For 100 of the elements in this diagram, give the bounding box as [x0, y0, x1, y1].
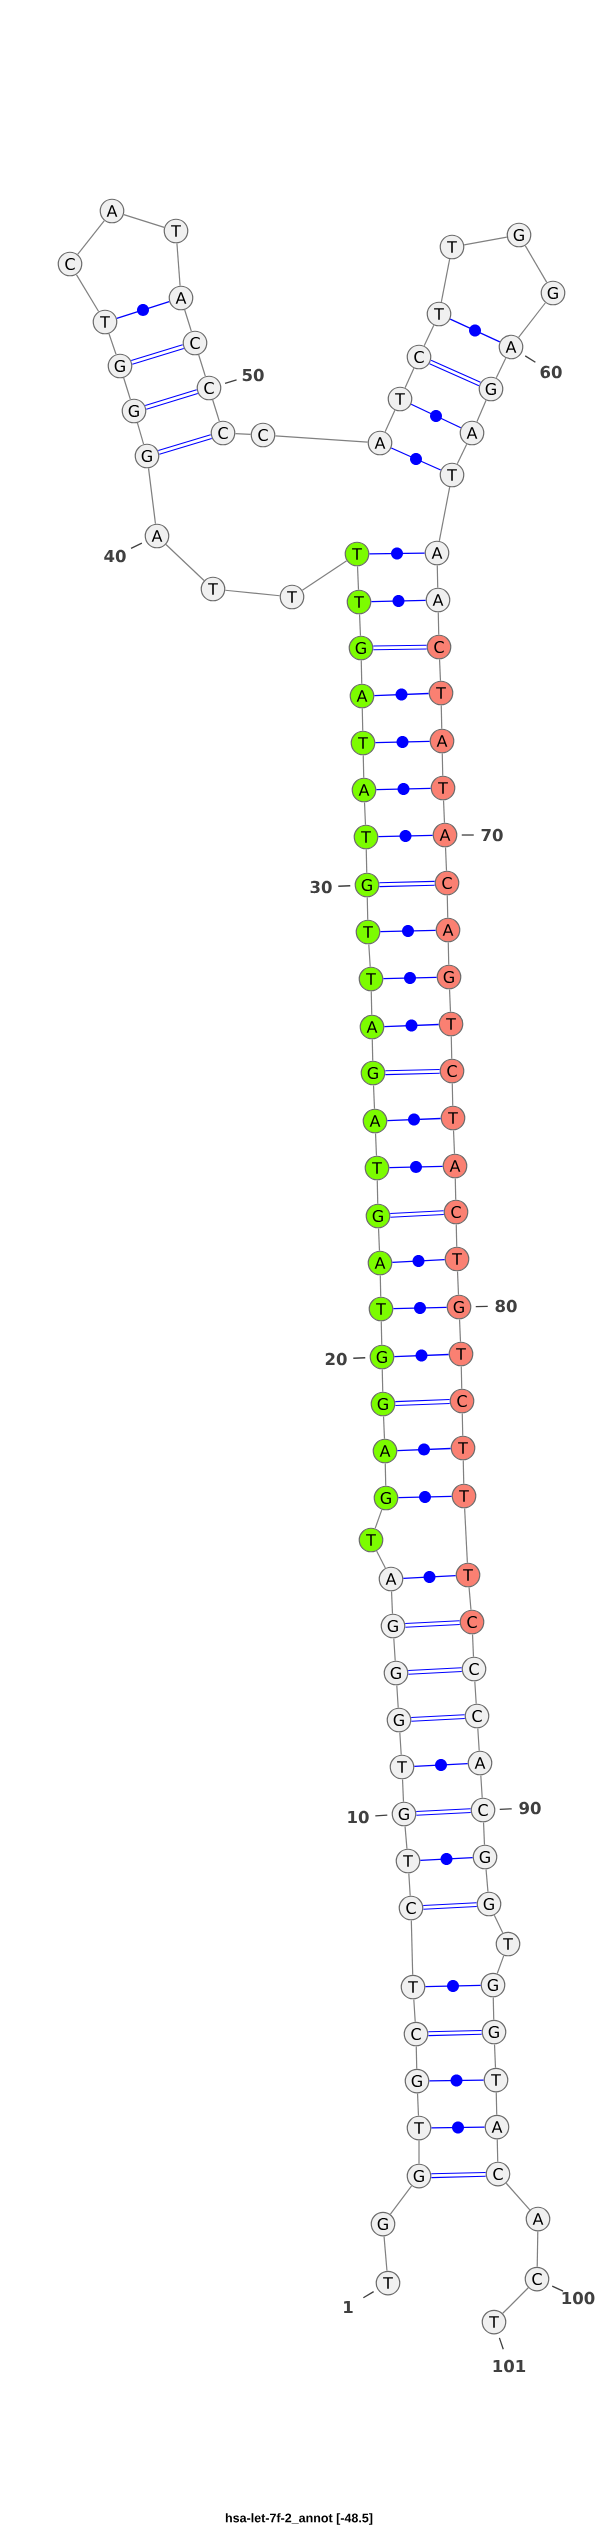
backbone-line [404, 367, 415, 389]
backbone-line [372, 1084, 376, 1110]
backbone-line [234, 433, 252, 435]
backbone-line [536, 2230, 539, 2268]
dot-pair-line [116, 301, 170, 319]
backbone-line [108, 333, 117, 355]
backbone-line [374, 1509, 383, 1529]
backbone-line [393, 1637, 396, 1662]
double-pair-line [373, 644, 427, 651]
backbone-line [360, 659, 363, 685]
backbone-line [384, 409, 396, 433]
dot-pair-line [377, 830, 434, 842]
backbone-line [471, 1633, 475, 1658]
backbone-line [377, 1227, 381, 1252]
backbone-line [485, 1868, 489, 1893]
backbone-line [438, 658, 442, 682]
backbone-line [358, 613, 362, 637]
backbone-line [165, 543, 205, 582]
backbone-line [476, 399, 487, 423]
backbone-line [456, 443, 468, 465]
backbone-line [212, 399, 220, 422]
backbone-line [446, 894, 449, 919]
backbone-line [455, 1223, 458, 1248]
dot-pair-line [424, 1980, 482, 1993]
backbone-line [382, 1415, 386, 1440]
backbone-line [77, 220, 105, 255]
double-pair-line [428, 2029, 482, 2037]
backbone-line [464, 1507, 468, 1564]
position-number: 1 [344, 2301, 353, 2314]
dot-pair-line [373, 688, 430, 701]
double-pair-line [385, 1068, 440, 1076]
backbone-line [176, 242, 181, 287]
double-pair-line [411, 1714, 465, 1722]
backbone-line [365, 848, 368, 874]
dot-pair-line [388, 1161, 444, 1173]
backbone-line [444, 846, 448, 872]
backbone-line [495, 357, 507, 379]
dot-pair-line [379, 925, 437, 937]
dot-pair-line [419, 1853, 474, 1865]
backbone-line [456, 1270, 460, 1296]
backbone-line [147, 467, 157, 525]
double-pair-line [416, 1808, 471, 1816]
backbone-line [502, 2287, 529, 2314]
backbone-line [451, 1082, 454, 1107]
backbone-line [370, 990, 373, 1016]
position-number: 60 [540, 365, 562, 379]
backbone-line [477, 1727, 480, 1752]
backbone-line [361, 707, 364, 732]
position-number: 20 [325, 1352, 347, 1366]
backbone-line [301, 560, 348, 591]
backbone-line [376, 1179, 379, 1205]
backbone-line [410, 1919, 414, 1976]
backbone-line [401, 1778, 405, 1803]
backbone-line [399, 1731, 402, 1756]
position-number: 40 [104, 549, 126, 563]
backbone-line [462, 1459, 465, 1485]
backbone-line [496, 2138, 499, 2163]
position-number: 70 [481, 828, 503, 842]
dot-pair-line [383, 1019, 440, 1032]
backbone-line [438, 486, 451, 542]
backbone-line [274, 435, 369, 443]
dot-pair-line [375, 783, 432, 795]
dot-pair-line [393, 1349, 450, 1362]
backbone-line [374, 1132, 378, 1157]
dot-pair-line [430, 2121, 486, 2134]
dot-pair-line [368, 547, 426, 560]
dot-pair-line [386, 1113, 442, 1126]
backbone-line [480, 1774, 483, 1799]
backbone-line [454, 1177, 457, 1201]
position-number: 80 [495, 1299, 517, 1313]
dot-pair-line [449, 318, 501, 343]
backbone-line [518, 302, 546, 338]
backbone-line [356, 565, 360, 591]
caption: hsa-let-7f-2_annot [-48.5] [225, 2513, 373, 2525]
position-number: 10 [348, 1810, 369, 1824]
dot-pair-line [370, 595, 427, 607]
double-pair-line [431, 2171, 486, 2179]
backbone-line [383, 2235, 388, 2272]
backbone-line [136, 422, 145, 445]
backbone-line [75, 273, 100, 313]
dot-pair-line [396, 1443, 452, 1456]
backbone-line [224, 589, 281, 597]
dot-pair-line [391, 1255, 446, 1267]
double-pair-line [429, 359, 481, 387]
backbone-line [368, 943, 371, 968]
backbone-line [390, 1590, 394, 1615]
backbone-line [463, 236, 508, 246]
backbone-line [418, 2139, 420, 2165]
backbone-line [123, 377, 131, 400]
backbone-line [416, 2092, 420, 2117]
backbone-line [524, 245, 548, 283]
backbone-line [379, 1274, 382, 1298]
backbone-line [362, 754, 365, 779]
backbone-line [198, 354, 206, 377]
dot-pair-line [428, 2074, 485, 2087]
double-pair-line [395, 1399, 450, 1406]
position-number: 50 [242, 368, 264, 382]
backbone-line [437, 611, 440, 636]
backbone-line [447, 941, 450, 966]
backbone-line [496, 1955, 505, 1975]
